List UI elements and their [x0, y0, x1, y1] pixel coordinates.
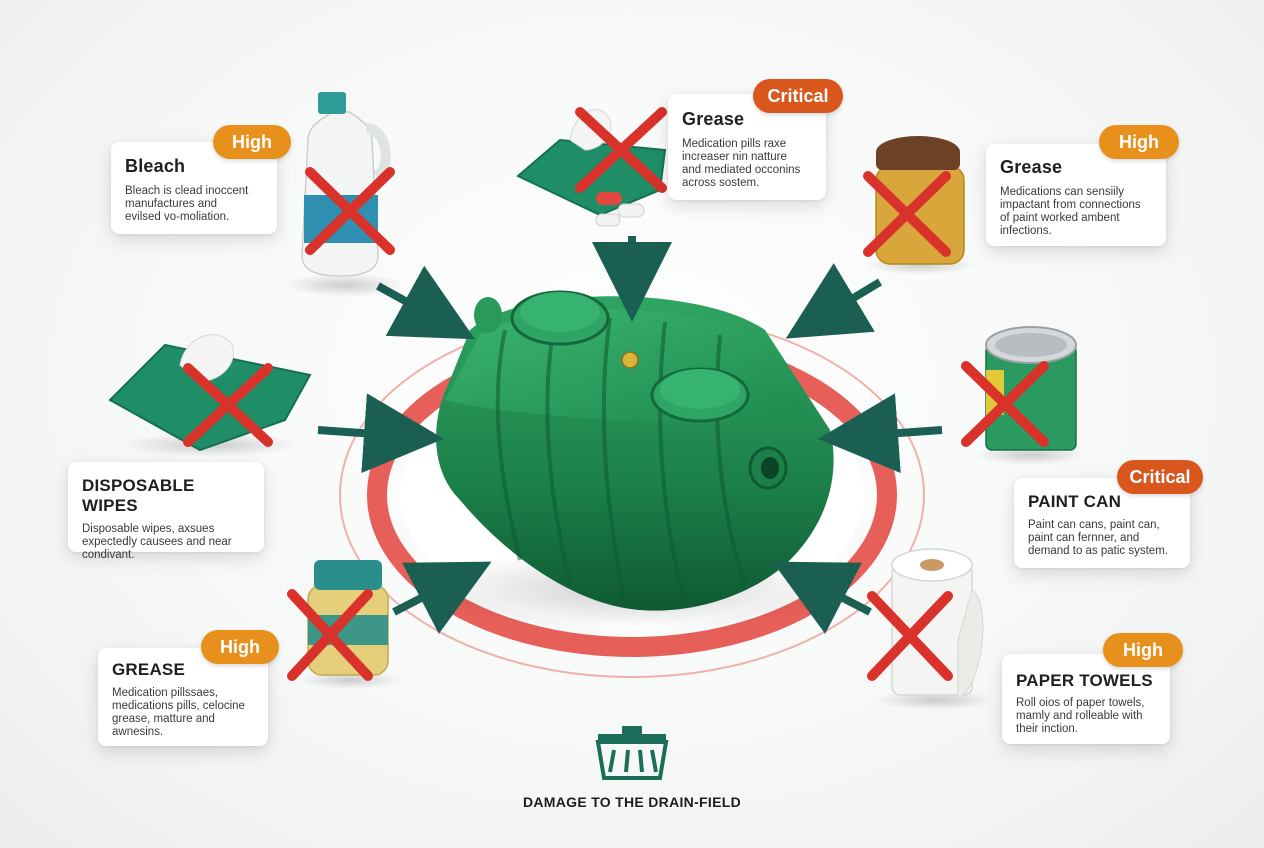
- item-title: PAPER TOWELS: [1016, 671, 1153, 690]
- severity-badge: High: [201, 630, 279, 664]
- septic-tank-icon: [410, 290, 850, 630]
- cross-icon: [305, 167, 395, 255]
- item-title: Grease: [1000, 157, 1063, 177]
- arrow-from-jar: [392, 561, 492, 634]
- severity-badge: High: [213, 125, 291, 159]
- item-description: Medications can sensiily impactant from …: [1000, 186, 1141, 237]
- cross-icon: [183, 363, 273, 447]
- severity-badge: High: [1099, 125, 1179, 159]
- item-card-grease-bottom: GREASE Medication pillssaes, medications…: [98, 648, 268, 746]
- item-description: Bleach is clead inoccent manufactures an…: [125, 185, 249, 223]
- arrow-from-towels: [772, 561, 872, 634]
- item-description: Disposable wipes, axsues expectedly caus…: [82, 523, 232, 561]
- item-description: Paint can cans, paint can, paint can fer…: [1028, 519, 1168, 557]
- wipes-pack-icon: [108, 334, 312, 457]
- item-description: Roll oios of paper towels, mamly and rol…: [1016, 697, 1145, 735]
- item-title: DISPOSABLE WIPES: [82, 476, 195, 515]
- paint-can-icon: [975, 326, 1085, 465]
- arrow-from-wipes: [317, 393, 444, 474]
- item-card-disposable-wipes: DISPOSABLE WIPES Disposable wipes, axsue…: [68, 462, 264, 561]
- prohibited-crosses: [183, 107, 1049, 681]
- item-title: Grease: [682, 109, 745, 129]
- cross-icon: [961, 361, 1049, 447]
- severity-badge: Critical: [1117, 460, 1203, 494]
- bleach-bottle-icon: [285, 92, 405, 297]
- cross-icon: [867, 591, 953, 681]
- item-card-paper-towels: PAPER TOWELS Roll oios of paper towels, …: [1002, 654, 1170, 744]
- severity-badge: High: [1103, 633, 1183, 667]
- item-card-grease-right: Grease Medications can sensiily impactan…: [986, 144, 1166, 246]
- drain-field-icon: [595, 726, 669, 780]
- item-description: Medication pills raxe increaser nin natt…: [682, 138, 801, 189]
- footer-label: DAMAGE TO THE DRAIN-FIELD: [522, 794, 741, 810]
- item-title: Bleach: [125, 156, 186, 176]
- item-description: Medication pillssaes, medications pills,…: [112, 687, 245, 738]
- grease-jar-icon: [865, 136, 975, 275]
- cross-icon: [287, 589, 373, 681]
- paper-towel-roll-icon: [875, 548, 995, 710]
- cross-icon: [863, 171, 951, 257]
- item-title: PAINT CAN: [1028, 492, 1122, 511]
- arrow-from-grease: [785, 263, 883, 339]
- item-card-bleach: Bleach Bleach is clead inoccent manufact…: [111, 142, 277, 234]
- pills: [595, 192, 645, 227]
- severity-badge: Critical: [753, 79, 843, 113]
- item-title: GREASE: [112, 660, 185, 679]
- arrow-from-paint: [818, 393, 943, 474]
- cross-icon: [575, 107, 667, 193]
